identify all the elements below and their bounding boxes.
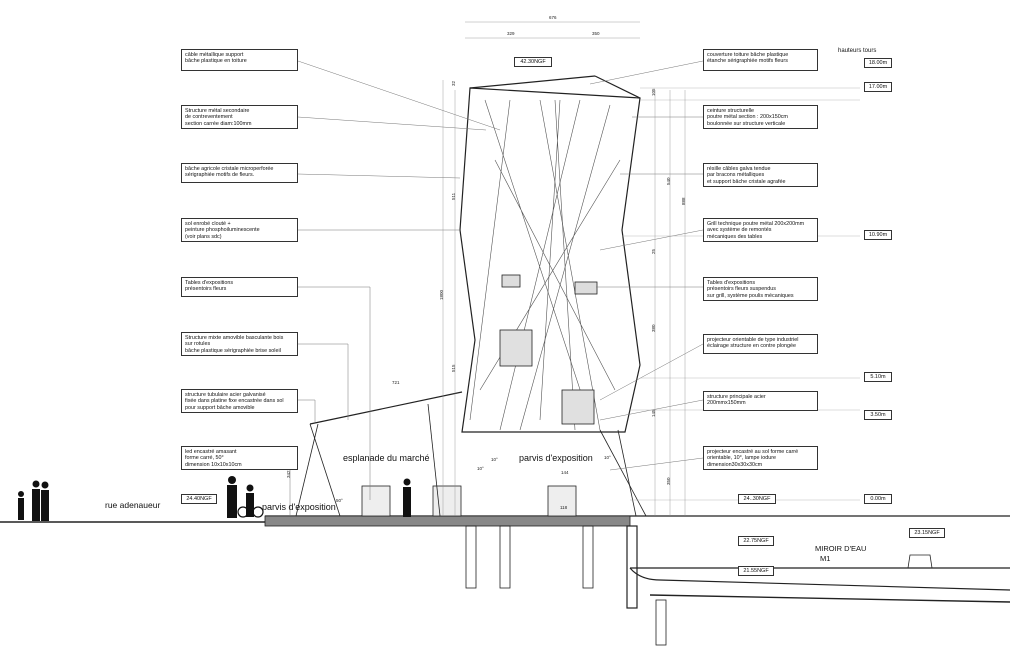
annotation-left-6: Structure mixte amovible basculante bois… — [181, 332, 298, 356]
annotation-right-7: structure principale acier 200mmx150mm — [703, 391, 818, 411]
height-tag-5-10: 5.10m — [864, 372, 892, 382]
annotation-left-4: sol enrobé clouté + peinture phosphoilum… — [181, 218, 298, 242]
vdim-c: 511 — [451, 192, 456, 200]
dim-angle-b: 10° — [491, 457, 498, 462]
dim-top-left: 329 — [507, 31, 515, 36]
annotation-right-2: ceinture structurelle poutre métal secti… — [703, 105, 818, 129]
label-street: rue adenaueur — [105, 500, 161, 510]
annotation-right-3: résille câbles galva tendue par bracons … — [703, 163, 818, 187]
height-tag-3-50: 3.50m — [864, 410, 892, 420]
dim-table-h: 118 — [560, 505, 568, 510]
height-tag-18: 18.00m — [864, 58, 892, 68]
level-bottom: 21.55NGF — [738, 566, 774, 576]
vdim-f: 540 — [666, 177, 671, 185]
level-street: 24.40NGF — [181, 494, 217, 504]
vdim-g: 888 — [681, 197, 686, 205]
level-esplanade: 24..30NGF — [738, 494, 776, 504]
vdim-b: 105 — [651, 88, 656, 96]
annotation-left-1: câble métallique support bâche plastique… — [181, 49, 298, 71]
label-parvis-right: parvis d'exposition — [519, 453, 593, 463]
annotation-left-5: Tables d'expositions présentoirs fleurs — [181, 277, 298, 297]
height-tag-10-90: 10.90m — [864, 230, 892, 240]
dim-table-w: 144 — [561, 470, 569, 475]
annotation-right-5: Tables d'expositions présentoirs fleurs … — [703, 277, 818, 301]
height-tag-17: 17.00m — [864, 82, 892, 92]
vdim-i: 380 — [651, 324, 656, 332]
dim-top-total: 676 — [549, 15, 557, 20]
dim-angle-c: 10° — [604, 455, 611, 460]
annotation-right-8: projecteur encastré au sol forme carré o… — [703, 446, 818, 470]
label-parvis-left: parvis d'exposition — [262, 502, 336, 512]
annotation-right-6: projecteur orientable de type industriel… — [703, 334, 818, 354]
dim-top-right: 350 — [592, 31, 600, 36]
vdim-h: 25 — [651, 248, 656, 254]
annotation-left-2: Structure métal secondaire de contrevent… — [181, 105, 298, 129]
level-mirror-b: 22.75NGF — [738, 536, 774, 546]
dim-mid-span: 721 — [392, 380, 400, 385]
annotation-right-4: Grill technique poutre métal 200x200mm a… — [703, 218, 818, 242]
vdim-e: 515 — [451, 364, 456, 372]
height-tag-0: 0.00m — [864, 494, 892, 504]
vdim-k: 350 — [666, 477, 671, 485]
annotation-left-3: bâche agricole cristale microperforée sé… — [181, 163, 298, 183]
annotation-left-8: led encastré amasant forme carré, 50° di… — [181, 446, 298, 470]
label-esplanade: esplanade du marché — [343, 453, 430, 463]
vdim-j: 145 — [651, 409, 656, 417]
vdim-l: 342 — [286, 470, 291, 478]
annotation-right-1: couverture toiture bâche plastique étanc… — [703, 49, 818, 71]
label-mirror-2: M1 — [820, 554, 831, 563]
heights-title: hauteurs tours — [838, 48, 877, 54]
dim-angle-a: 50° — [336, 498, 343, 503]
dim-angle-d: 10° — [477, 466, 484, 471]
level-top: 42.30NGF — [514, 57, 552, 67]
label-mirror-1: MIROIR D'EAU — [815, 544, 867, 553]
level-mirror-a: 23.15NGF — [909, 528, 945, 538]
vdim-d: 1800 — [439, 289, 444, 300]
vdim-a: 32 — [451, 80, 456, 86]
annotation-left-7: structure tubulaire acier galvanisé fixé… — [181, 389, 298, 413]
